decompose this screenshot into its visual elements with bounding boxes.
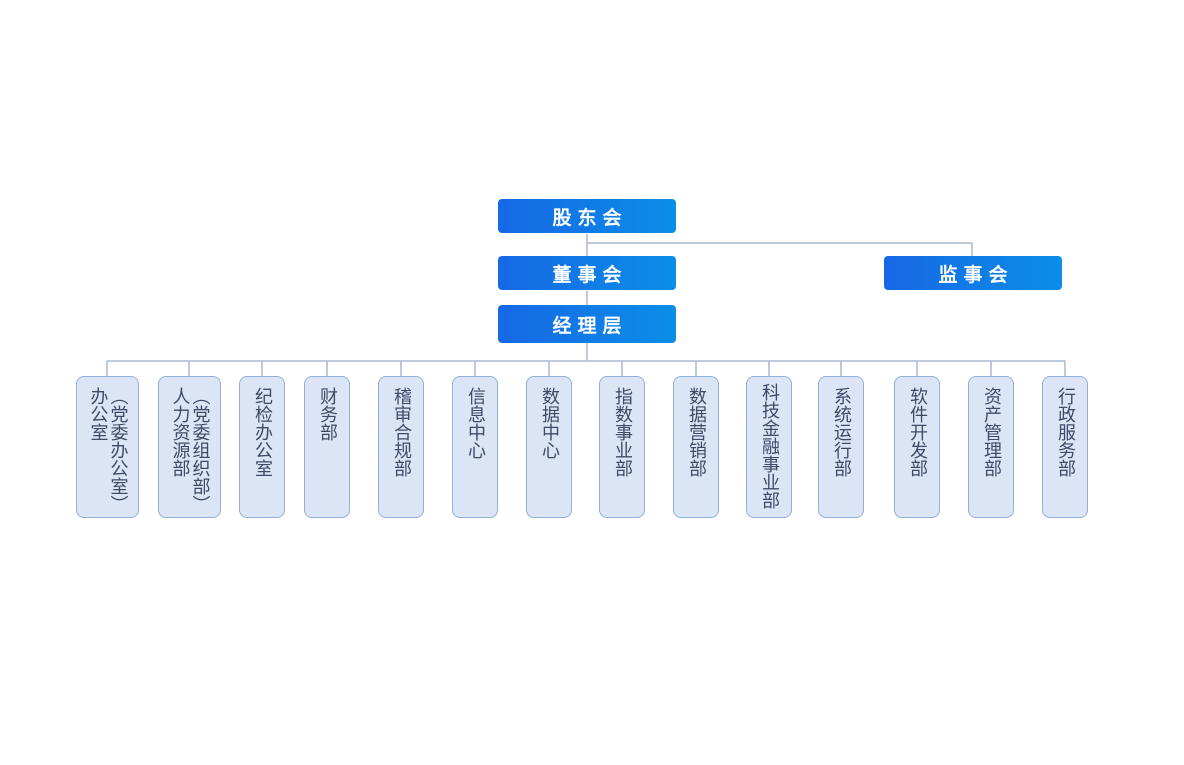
dept-label: 信息中心 [465, 387, 486, 459]
dept-data-marketing[interactable]: 数据营销部 [673, 376, 719, 518]
dept-hr[interactable]: （党委组织部）人力资源部 [158, 376, 221, 518]
node-board[interactable]: 董事会 [498, 256, 676, 290]
dept-audit-compliance[interactable]: 稽审合规部 [378, 376, 424, 518]
dept-label: 数据营销部 [686, 387, 707, 477]
node-shareholders[interactable]: 股东会 [498, 199, 676, 233]
dept-label: （党委办公室）办公室 [87, 387, 129, 513]
dept-index[interactable]: 指数事业部 [599, 376, 645, 518]
dept-label: 科技金融事业部 [759, 383, 780, 509]
node-label: 经理层 [552, 314, 628, 337]
dept-data-center[interactable]: 数据中心 [526, 376, 572, 518]
dept-discipline-office[interactable]: 纪检办公室 [239, 376, 285, 518]
dept-label: 指数事业部 [612, 387, 633, 477]
dept-info-center[interactable]: 信息中心 [452, 376, 498, 518]
dept-system-ops[interactable]: 系统运行部 [818, 376, 864, 518]
dept-label: 资产管理部 [981, 387, 1002, 477]
dept-label: 数据中心 [539, 387, 560, 459]
node-supervisors[interactable]: 监事会 [884, 256, 1062, 290]
node-label: 股东会 [552, 206, 628, 229]
dept-fintech[interactable]: 科技金融事业部 [746, 376, 792, 518]
dept-label: 软件开发部 [907, 387, 928, 477]
dept-label: 稽审合规部 [391, 387, 412, 477]
node-label: 董事会 [552, 263, 628, 286]
dept-admin-services[interactable]: 行政服务部 [1042, 376, 1088, 518]
dept-software-dev[interactable]: 软件开发部 [894, 376, 940, 518]
dept-finance[interactable]: 财务部 [304, 376, 350, 518]
dept-label: （党委组织部）人力资源部 [169, 387, 211, 513]
dept-label: 纪检办公室 [252, 387, 273, 477]
node-management[interactable]: 经理层 [498, 305, 676, 343]
dept-party-office[interactable]: （党委办公室）办公室 [76, 376, 139, 518]
node-label: 监事会 [938, 263, 1014, 286]
dept-label: 系统运行部 [831, 387, 852, 477]
dept-label: 行政服务部 [1055, 387, 1076, 477]
dept-label: 财务部 [317, 387, 338, 441]
dept-asset-mgmt[interactable]: 资产管理部 [968, 376, 1014, 518]
